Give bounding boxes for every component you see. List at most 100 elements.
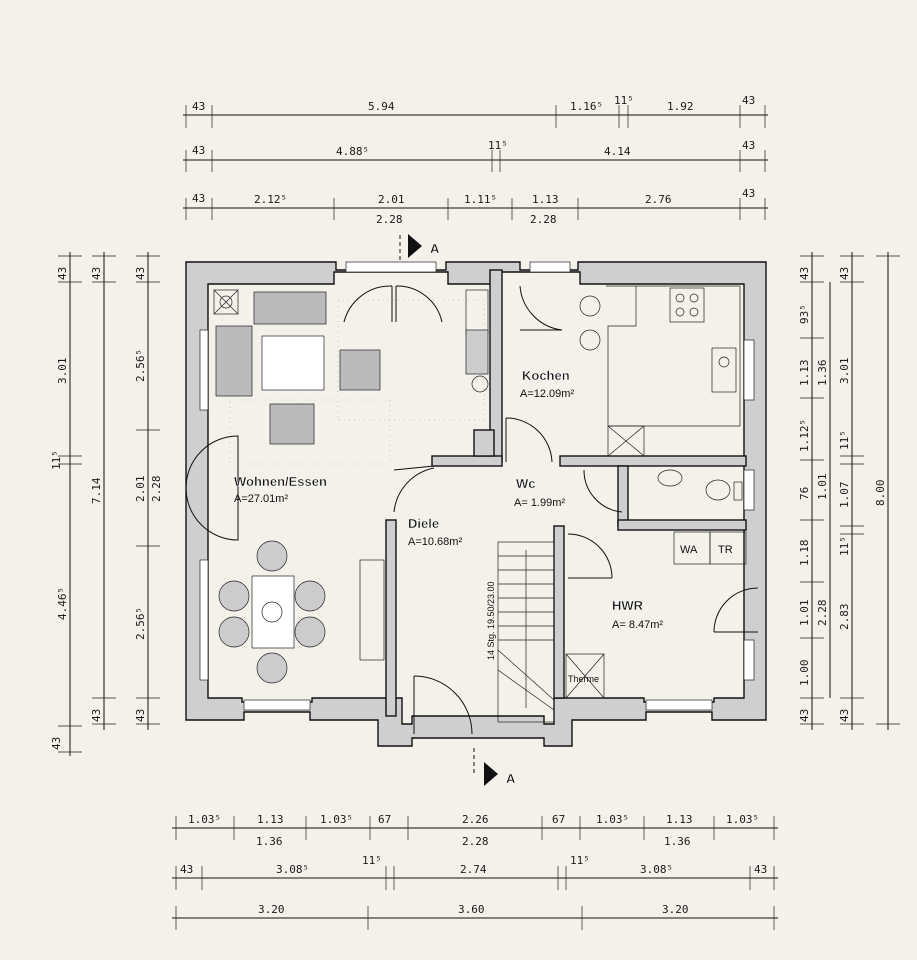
section-label: A [430,241,440,256]
room-area-hall: A=10.68m² [408,536,462,548]
dim-label: 43 [742,94,755,107]
dim-label: 1.92 [667,100,694,113]
dim-label: 11⁵ [362,854,382,867]
dim-label: 2.74 [460,863,487,876]
dim-label: 2.28 [530,213,557,226]
dim-label: 1.12⁵ [798,419,811,452]
dim-label: 4.88⁵ [336,145,369,158]
dim-label: 1.13 [798,360,811,387]
room-name-wc: Wc [516,476,536,491]
dim-label: 5.94 [368,100,395,113]
dim-label: 11⁵ [570,854,590,867]
dimension-chain-top-3: 43 2.12⁵ 2.01 1.11⁵ 1.13 2.76 43 2.28 2.… [183,187,768,226]
dim-label: 4.14 [604,145,631,158]
dim-label: 8.00 [874,480,887,507]
dim-label: 1.03⁵ [726,813,759,826]
dim-label: 43 [754,863,767,876]
kitchen-furniture [579,285,741,457]
dim-label: 1.13 [666,813,693,826]
dimension-chain-bottom-1: 1.03⁵ 1.13 1.03⁵ 67 2.26 67 1.03⁵ 1.13 1… [172,813,778,848]
dim-label: 43 [798,709,811,722]
dim-label: 11⁵ [614,94,634,107]
dimension-chain-right-outer: 8.00 [874,252,900,730]
dim-label: 1.03⁵ [320,813,353,826]
dim-label: 11⁵ [50,450,63,470]
dim-label: 1.00 [798,660,811,687]
dim-label: 43 [742,187,755,200]
dim-label: 1.11⁵ [464,193,497,206]
dim-label: 43 [838,709,851,722]
dim-label: 2.28 [376,213,403,226]
dim-label: 1.07 [838,482,851,509]
interior-walls [385,269,747,717]
dimension-chain-top-1: 43 5.94 1.16⁵ 11⁵ 1.92 43 [183,94,768,128]
dim-label: 43 [90,267,103,280]
washer-label: WA [680,544,698,556]
dim-label: 2.28 [816,600,829,627]
dim-label: 93⁵ [798,304,811,324]
section-marker-top: A [399,234,440,262]
room-area-utility: A= 8.47m² [612,619,663,631]
dim-label: 1.03⁵ [188,813,221,826]
dim-label: 2.76 [645,193,672,206]
dim-label: 4.46⁵ [56,587,69,620]
dim-label: 43 [192,144,205,157]
section-label: A [506,771,516,786]
dim-label: 1.36 [664,835,691,848]
dim-label: 2.01 [134,476,147,503]
wc-fixtures [657,469,743,501]
dim-label: 43 [192,192,205,205]
dim-label: 3.20 [258,903,285,916]
dim-label: 2.12⁵ [254,193,287,206]
dim-label: 11⁵ [838,536,851,556]
exterior-walls [185,261,767,747]
dimension-chain-bottom-3: 3.20 3.60 3.20 [172,903,778,930]
dim-label: 43 [742,139,755,152]
dim-label: 2.56⁵ [134,349,147,382]
dimension-chain-left-middle: 43 7.14 43 [90,252,116,730]
room-area-kitchen: A=12.09m² [520,388,574,400]
dim-label: 7.14 [90,477,103,504]
dimension-chain-left-inner: 43 2.56⁵ 2.01 2.56⁵ 43 2.28 [134,252,163,730]
stairs-label: 14 Stg. 19.50/23.00 [486,581,496,660]
boiler-label: Therme [568,674,599,684]
doors [185,285,759,735]
dim-label: 11⁵ [488,139,508,152]
dim-label: 43 [798,267,811,280]
windows [199,261,755,711]
dim-label: 43 [134,267,147,280]
living-furniture [213,289,489,445]
dim-label: 76 [798,487,811,500]
dim-label: 1.13 [257,813,284,826]
dim-label: 3.01 [838,358,851,385]
dimension-chain-left-outer: 43 3.01 11⁵ 4.46⁵ 43 [50,252,82,756]
dim-label: 43 [50,737,63,750]
room-name-utility: HWR [612,598,644,613]
hwr-fixtures [565,531,747,699]
dimension-chain-right-1: 43 93⁵ 1.13 1.12⁵ 76 1.18 1.01 1.00 43 [798,252,824,730]
dim-label: 1.01 [816,474,829,501]
dryer-label: TR [718,544,733,556]
dim-label: 67 [552,813,565,826]
room-name-living: Wohnen/Essen [234,474,327,489]
dim-label: 43 [56,267,69,280]
dim-label: 2.28 [150,476,163,503]
dim-label: 1.36 [256,835,283,848]
dim-label: 43 [134,709,147,722]
dim-label: 1.01 [798,600,811,627]
dim-label: 2.28 [462,835,489,848]
dim-label: 67 [378,813,391,826]
dim-label: 43 [838,267,851,280]
section-marker-bottom: A [473,748,516,786]
dim-label: 43 [180,863,193,876]
dining-furniture [218,540,385,684]
dim-label: 3.08⁵ [276,863,309,876]
dim-label: 1.16⁵ [570,100,603,113]
staircase [497,541,555,723]
dim-label: 3.08⁵ [640,863,673,876]
dim-label: 1.03⁵ [596,813,629,826]
dimension-chain-bottom-2: 43 3.08⁵ 11⁵ 2.74 11⁵ 3.08⁵ 43 [172,854,778,890]
dimension-chain-right-2: 1.36 1.01 2.28 [816,282,831,698]
dimension-chain-right-3: 43 3.01 11⁵ 1.07 11⁵ 2.83 43 [838,252,864,730]
